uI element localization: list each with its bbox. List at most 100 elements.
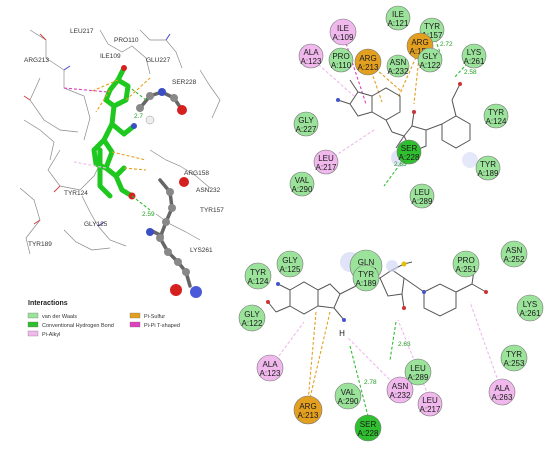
residue-id: A:252 [504,255,525,264]
residue-name: GLY [422,52,438,61]
ball-stick-residue [136,88,202,298]
residue-bubble [475,155,501,181]
residue-id: A:227 [296,125,317,134]
residue-id: A:124 [486,117,507,126]
residue-name: ARG [299,402,316,411]
residue-bubble [417,47,443,73]
residue-id: A:253 [504,359,525,368]
residue-name: GLY [282,256,298,265]
residue-name: ASN [392,382,409,391]
residue-bubble [488,378,516,406]
label-3d: TYR124 [64,190,88,197]
legend-label: Conventional Hydrogen Bond [42,323,114,329]
residue-name: SER [401,144,418,153]
label-3d: ASN232 [196,187,221,194]
residue-name: PRO [332,52,349,61]
legend: Interactions van der Waals Conventional … [27,300,180,338]
residue-bubble [500,240,528,268]
label-3d: ILE109 [100,53,121,60]
residue-name: ASN [390,58,407,67]
residue-bubble [313,149,339,175]
protein-sticks [19,29,221,255]
residue-name: LEU [410,364,426,373]
interaction-diagram-top [310,29,478,187]
protein-nitrogens [63,33,171,227]
residue-id: A:290 [292,185,313,194]
residue-id: A:122 [242,319,263,328]
residue-name: GLY [298,116,314,125]
residue-name: ALA [303,48,319,57]
ligand-oxygen [121,65,127,71]
legend-label: van der Waals [42,314,77,320]
residue-id: A:289 [412,197,433,206]
residue-name: GLN [358,258,375,267]
residue-bubble [354,48,382,76]
ligand-shadow [386,260,398,272]
legend-title: Interactions [28,300,68,307]
residue-name: TYR [480,160,496,169]
residue-bubble [352,264,380,292]
residue-name: LYS [523,300,538,309]
label-3d: TYR157 [200,207,224,214]
residue-id: A:123 [260,369,281,378]
residue-name: ASN [506,246,523,255]
ligand-sulfur [401,261,407,267]
legend-swatch-pi-sulfur [129,312,141,319]
residue-name: TYR [488,108,504,117]
residue-bubbles-bottom: GLNA:287PROA:251GLYA:125ASNA:252TYRA:124… [238,240,544,442]
ligand-skeleton-top [337,79,471,153]
residue-bubble [276,250,304,278]
label-3d: SER228 [172,79,197,86]
residue-id: A:109 [333,33,354,42]
distance-label-bottom: 2.78 [364,379,377,386]
residue-name: ARG [359,54,376,63]
residue-id: A:251 [456,265,477,274]
residue-id: A:217 [316,163,337,172]
label-3d: LEU217 [70,28,94,35]
residue-name: SER [360,420,377,429]
residue-bubble [409,183,435,209]
residue-bubble [396,139,422,165]
residue-bubble [386,376,414,404]
residue-name: TYR [506,350,522,359]
residue-id: A:228 [358,429,379,438]
residue-bubble [293,111,319,137]
distance-label-3d: 2.7 [134,113,143,120]
residue-id: A:213 [358,63,379,72]
residue-id: A:290 [338,397,359,406]
residue-id: A:189 [356,279,377,288]
residue-name: ALA [494,384,510,393]
residue-name: GLY [244,310,260,319]
distance-label-top: 2.65 [394,161,407,168]
residue-id: A:157 [422,31,443,40]
residue-id: A:123 [301,57,322,66]
label-3d: ARG158 [184,170,209,177]
ligand-atom [276,282,280,286]
residue-bubble [256,354,284,382]
label-3d: TYR189 [28,241,52,248]
ligand-nitrogen [131,123,137,129]
label-3d: ARG213 [24,57,49,64]
residue-bubble [483,103,509,129]
residue-id: A:261 [520,309,541,318]
residue-id: A:121 [388,19,409,28]
label-3d: PRO110 [114,37,139,44]
residue-bubble [334,382,362,410]
residue-id: A:124 [248,277,269,286]
interaction-lines-3d [63,77,151,211]
residue-bubble [461,43,487,69]
ligand-h-label: H [339,329,345,338]
residue-bubble [500,344,528,372]
ligand-atom [412,110,416,114]
ligand-atom [422,290,426,294]
protein-oxygens [23,33,61,225]
residue-name: VAL [341,388,356,397]
ligand-atom [402,306,406,310]
residue-bubble [329,18,357,46]
legend-label: Pi-Pi T-shaped [144,323,180,329]
residue-id: A:158 [410,47,431,56]
distance-label-3d: 2.59 [142,211,155,218]
residue-id: A:228 [399,153,420,162]
